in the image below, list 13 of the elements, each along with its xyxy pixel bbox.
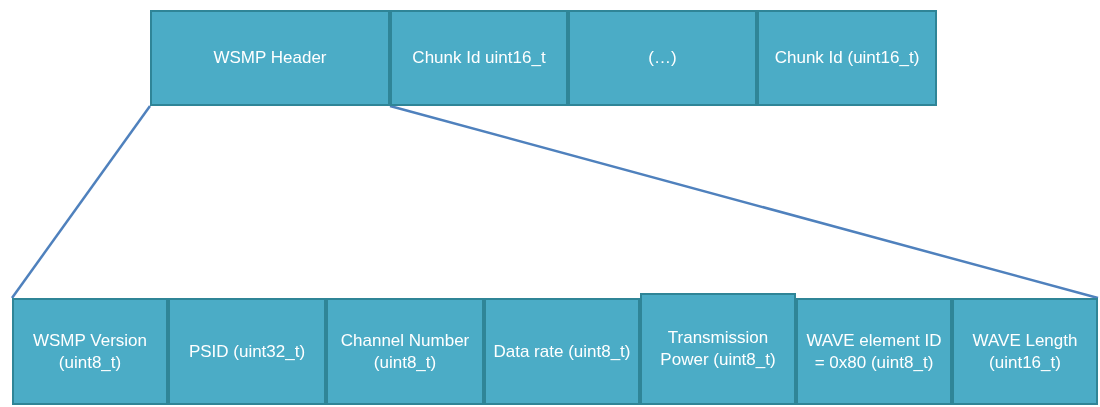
field-box: Transmission Power (uint8_t) bbox=[640, 293, 796, 405]
field-box: (…) bbox=[568, 10, 757, 106]
field-box: Data rate (uint8_t) bbox=[484, 298, 640, 405]
expansion-line bbox=[11, 105, 151, 299]
expansion-line bbox=[389, 104, 1099, 300]
field-box: Channel Number (uint8_t) bbox=[326, 298, 484, 405]
field-box: WSMP Header bbox=[150, 10, 390, 106]
field-box: Chunk Id (uint16_t) bbox=[757, 10, 937, 106]
field-box: PSID (uint32_t) bbox=[168, 298, 326, 405]
field-box: WAVE Length (uint16_t) bbox=[952, 298, 1098, 405]
field-box: WSMP Version (uint8_t) bbox=[12, 298, 168, 405]
field-box: Chunk Id uint16_t bbox=[390, 10, 568, 106]
field-box: WAVE element ID = 0x80 (uint8_t) bbox=[796, 298, 952, 405]
